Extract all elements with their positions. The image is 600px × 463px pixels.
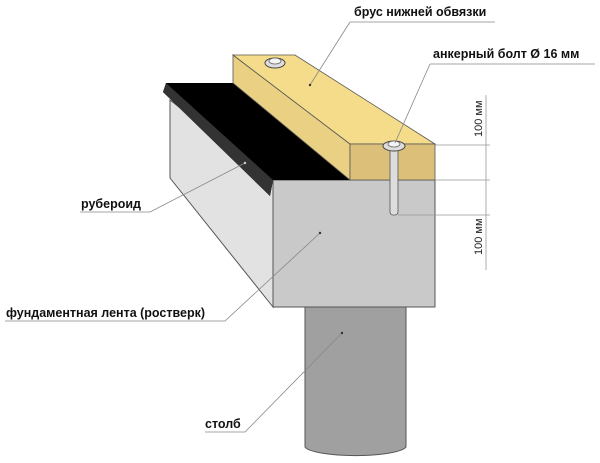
leader-lines (5, 21, 595, 433)
label-foundation-strip: фундаментная лента (ростверк) (6, 306, 205, 320)
dimension-upper: 100 мм (473, 100, 485, 137)
foundation-strip (169, 98, 436, 309)
label-beam: брус нижней обвязки (354, 5, 486, 19)
roofing-felt (163, 83, 350, 196)
label-anchor-bolt: анкерный болт Ø 16 мм (433, 47, 579, 61)
label-roofing-felt: рубероид (81, 197, 141, 211)
label-pillar: столб (205, 417, 241, 431)
anchor-bolt (382, 140, 406, 216)
bolt-head-back (264, 57, 286, 69)
pillar (304, 304, 407, 457)
dimension-lower: 100 мм (473, 218, 485, 255)
dimension-lines (398, 95, 490, 270)
